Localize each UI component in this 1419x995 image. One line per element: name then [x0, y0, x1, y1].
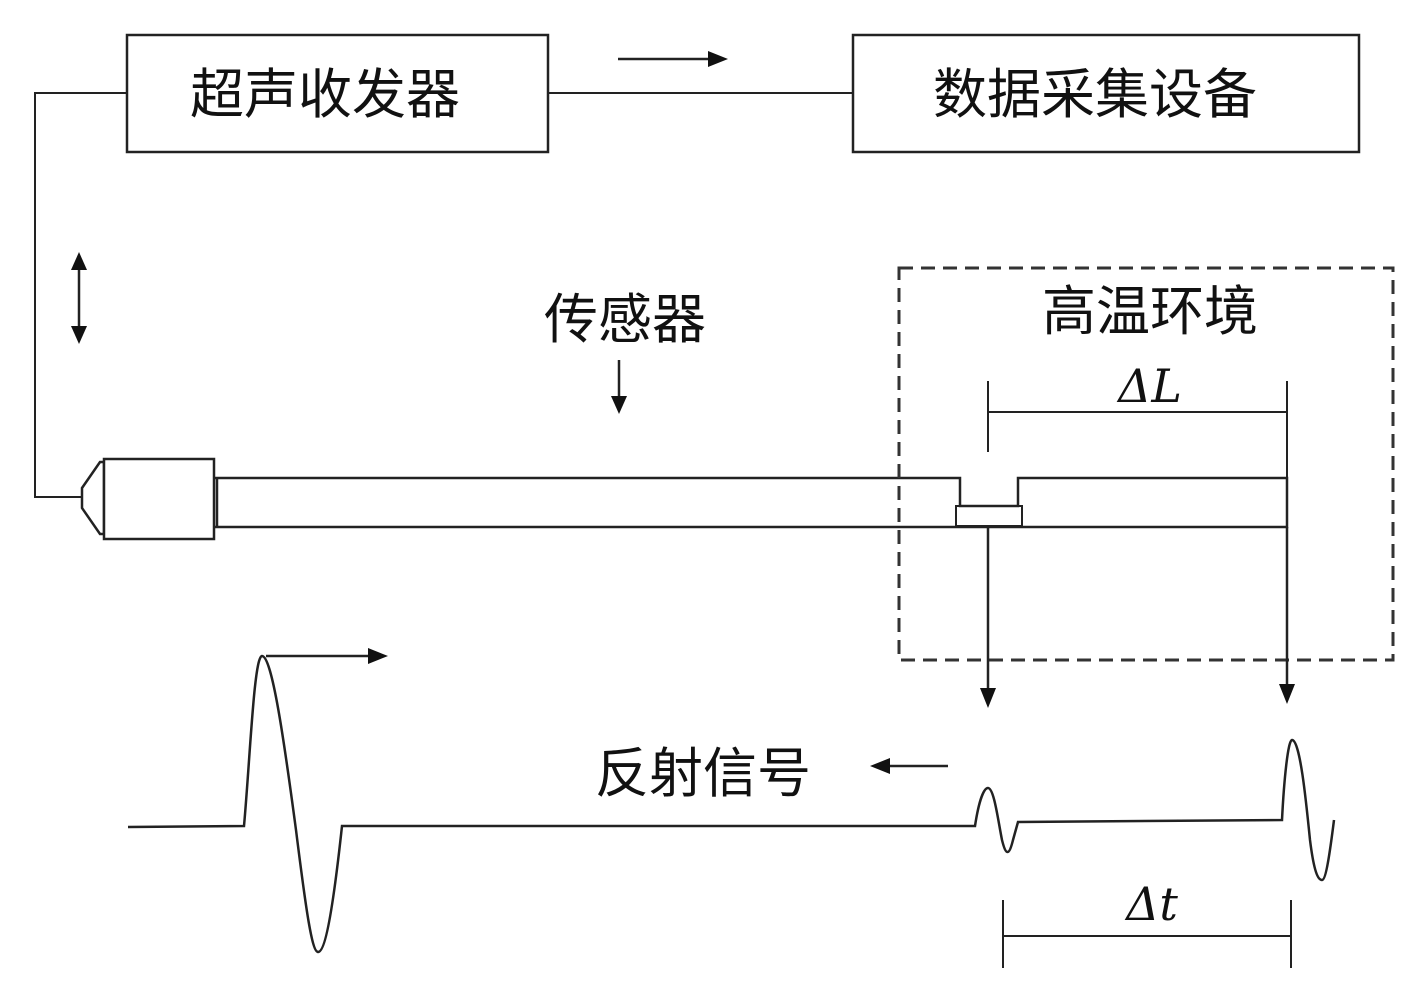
- pulse-direction-arrow-icon: [266, 648, 388, 664]
- down-arrow-icon: [611, 360, 627, 414]
- delta-l-label: ΔL: [1116, 359, 1182, 413]
- transducer-body: [102, 457, 216, 541]
- transceiver-label: 超声收发器: [190, 63, 460, 126]
- sensor-label: 传感器: [544, 288, 706, 351]
- end-reflection-arrow-icon: [1279, 527, 1295, 704]
- daq-box: [851, 33, 1361, 154]
- delta-t-dimension: [1002, 900, 1292, 968]
- delta-t-label: Δt: [1124, 877, 1178, 931]
- delta-l-dimension: [987, 381, 1288, 478]
- high-temp-label: 高温环境: [1042, 280, 1258, 343]
- daq-label: 数据采集设备: [933, 63, 1257, 126]
- probe-cable: [34, 92, 127, 498]
- notch-reflection-arrow-icon: [980, 527, 996, 708]
- transducer-tip: [80, 460, 106, 536]
- transceiver-box: [125, 33, 550, 154]
- high-temp-region: [897, 266, 1395, 662]
- left-arrow-icon: [870, 758, 948, 774]
- signal-waveform: [127, 654, 1336, 954]
- right-arrow-icon: [618, 51, 728, 67]
- bidirectional-arrow-icon: [71, 252, 87, 344]
- reflected-signal-label: 反射信号: [595, 742, 811, 805]
- waveguide-rod: [217, 476, 1289, 529]
